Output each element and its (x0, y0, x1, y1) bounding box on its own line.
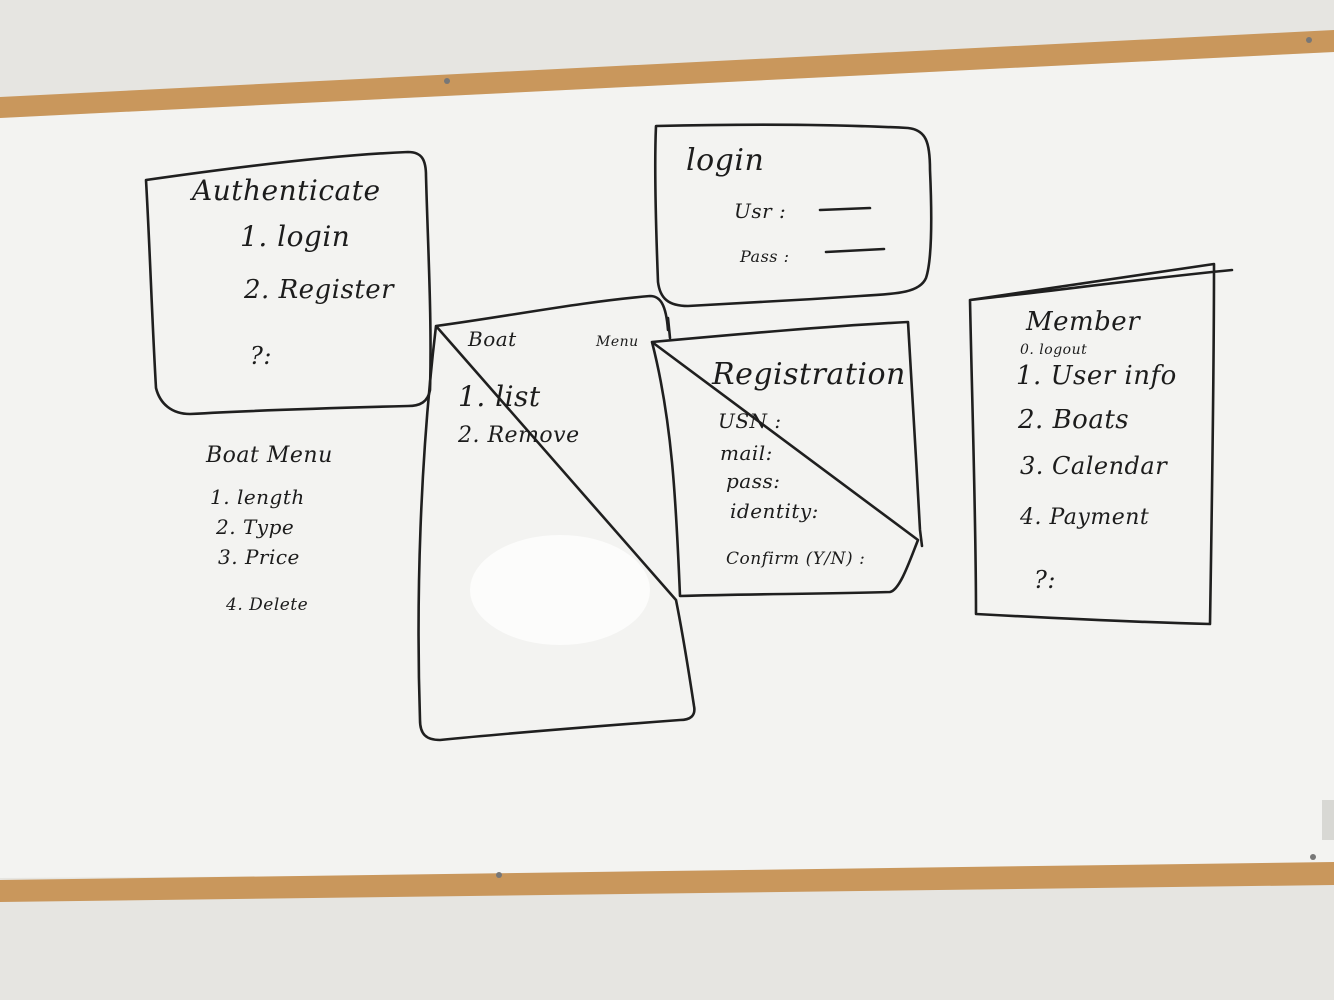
login-pass-label: Pass : (739, 247, 789, 266)
boat-menu-list: Boat Menu 1. length 2. Type 3. Price 4. … (205, 443, 333, 615)
member-item: 1. User info (1016, 361, 1177, 391)
boat-menu-item: 3. Price (218, 545, 300, 569)
boat-menu-frame (417, 294, 696, 742)
boat-menu-item: 2. Remove (457, 423, 580, 448)
registration-field: pass: (726, 469, 781, 493)
authenticate-frame (144, 150, 432, 416)
boat-menu-title-right: Menu (595, 334, 639, 350)
registration-field: mail: (720, 441, 773, 465)
member-frame (968, 262, 1234, 626)
light-glare (470, 535, 650, 645)
authenticate-item: 1. login (240, 220, 350, 253)
member-item: ?: (1034, 566, 1056, 594)
registration-title: Registration (711, 357, 906, 392)
boat-menu-item: 2. Type (215, 515, 294, 539)
frame-bottom (0, 862, 1334, 902)
boat-menu-item: 1. list (458, 380, 541, 413)
login-frame (653, 123, 933, 308)
authenticate-box: Authenticate 1. login 2. Register ?: (144, 150, 432, 416)
authenticate-title: Authenticate (189, 174, 381, 207)
frame-top (0, 30, 1334, 118)
registration-field: Confirm (Y/N) : (726, 549, 865, 569)
registration-box: Registration USN : mail: pass: identity:… (650, 320, 924, 598)
registration-field: identity: (730, 499, 819, 523)
boat-menu-item: 4. Delete (225, 595, 308, 615)
whiteboard-surface (0, 52, 1334, 878)
login-user-label: Usr : (734, 199, 786, 223)
registration-field: USN : (718, 409, 782, 433)
member-item: 3. Calendar (1020, 452, 1168, 480)
registration-frame (650, 320, 924, 598)
login-box: login Usr : Pass : (653, 123, 933, 308)
authenticate-item: ?: (250, 342, 272, 370)
frame-screw (1310, 854, 1316, 860)
boat-menu-item: 1. length (210, 485, 305, 509)
member-item: 4. Payment (1019, 505, 1149, 530)
login-pass-line (824, 247, 886, 254)
member-box: Member 0. logout 1. User info 2. Boats 3… (968, 262, 1234, 626)
frame-screw (496, 872, 502, 878)
boat-menu-box: Boat Menu 1. list 2. Remove (417, 294, 696, 742)
frame-screw (444, 78, 450, 84)
member-item: 0. logout (1020, 342, 1087, 358)
boat-menu-title: Boat Menu (205, 443, 333, 468)
frame-screw (1306, 37, 1312, 43)
authenticate-item: 2. Register (243, 275, 395, 305)
member-item: 2. Boats (1017, 405, 1129, 435)
edge-sticker (1322, 800, 1334, 840)
login-title: login (686, 143, 764, 178)
login-user-line (818, 206, 872, 212)
member-title: Member (1025, 307, 1141, 337)
boat-menu-title-left: Boat (467, 327, 517, 351)
